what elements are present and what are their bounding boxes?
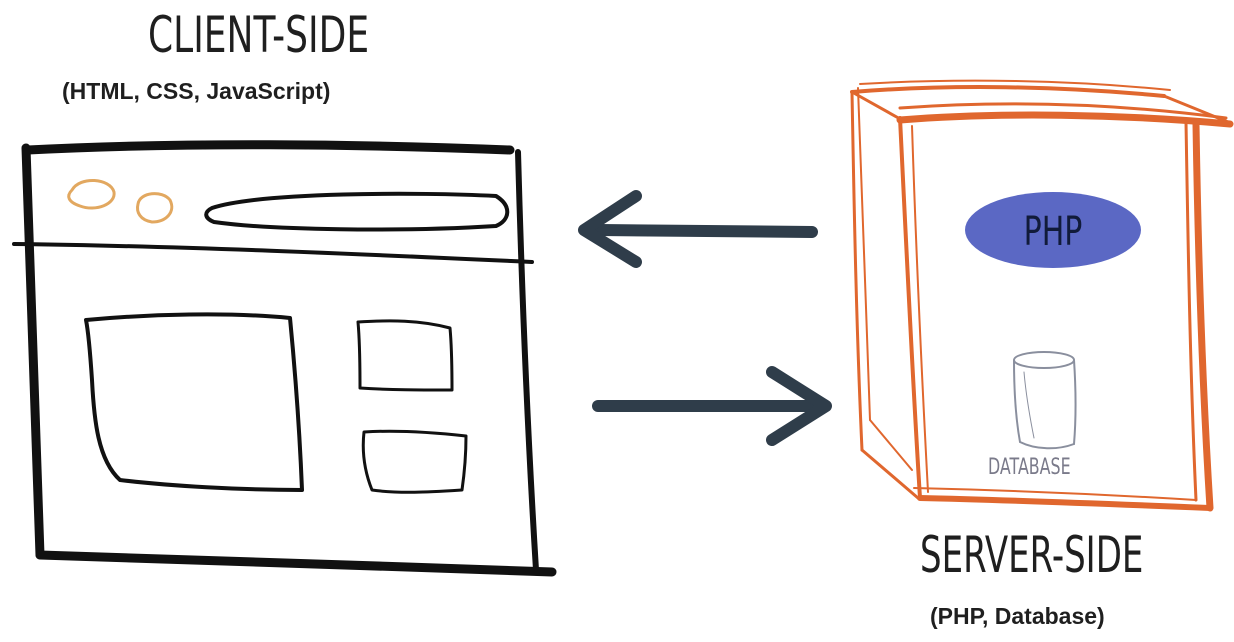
server-side-title: SERVER-SIDE bbox=[920, 526, 1143, 584]
browser-dot-icon bbox=[69, 180, 114, 208]
php-label: PHP bbox=[988, 196, 1119, 268]
server-side-subtitle: (PHP, Database) bbox=[930, 603, 1105, 630]
server-box-sketch-icon bbox=[852, 81, 1230, 508]
database-label: DATABASE bbox=[988, 455, 1071, 480]
arrow-left-icon bbox=[584, 196, 812, 262]
client-side-title: CLIENT-SIDE bbox=[148, 6, 369, 64]
client-side-subtitle: (HTML, CSS, JavaScript) bbox=[62, 78, 330, 105]
database-cylinder-icon bbox=[1014, 352, 1076, 448]
browser-dot-icon bbox=[138, 194, 172, 222]
browser-dots bbox=[69, 180, 172, 222]
arrow-right-icon bbox=[598, 372, 826, 440]
